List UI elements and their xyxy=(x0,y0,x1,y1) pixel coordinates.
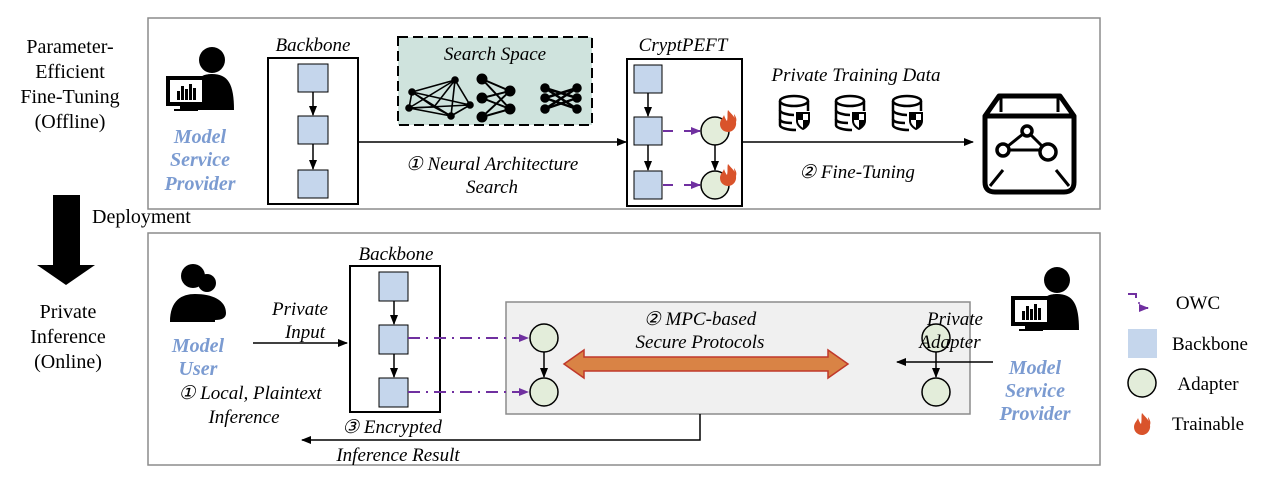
private-adapter-label: Private xyxy=(926,309,983,330)
backbone-layer xyxy=(633,170,663,200)
mpc-bidirectional-arrow xyxy=(562,348,850,380)
nas-step-label: Search xyxy=(466,177,518,198)
mpc-label: Secure Protocols xyxy=(636,332,765,353)
provider-label-line: Provider xyxy=(998,403,1070,425)
fully-connected-graph-icon xyxy=(405,76,474,120)
deployment-arrow-icon xyxy=(37,195,95,285)
offline-line: (Offline) xyxy=(35,111,106,133)
flame-icon xyxy=(1134,413,1151,435)
backbone-layer xyxy=(297,169,329,199)
private-input-label: Input xyxy=(284,322,326,343)
cryptpeft-title: CryptPEFT xyxy=(639,35,729,56)
provider-label-line: Service xyxy=(170,149,230,171)
legend-label: OWC xyxy=(1176,293,1220,314)
backbone-title: Backbone xyxy=(359,244,434,265)
provider-label-line: Provider xyxy=(163,173,235,195)
local-inference-label: Inference xyxy=(207,407,279,428)
backbone-layer xyxy=(297,115,329,145)
backbone-layer xyxy=(378,324,409,355)
offline-line: Efficient xyxy=(35,61,105,83)
neural-network-icon xyxy=(476,73,516,123)
online-phase-label: Private Inference (Online) xyxy=(30,301,106,373)
adapter-node xyxy=(529,323,559,353)
online-line: Private xyxy=(40,301,97,323)
private-adapter-label: Adapter xyxy=(917,332,981,353)
legend: OWC Backbone Adapter Trainable xyxy=(1127,293,1248,435)
offline-phase-label: Parameter- Efficient Fine-Tuning (Offlin… xyxy=(20,36,119,133)
search-space-box xyxy=(397,36,593,126)
offline-line: Fine-Tuning xyxy=(20,86,119,108)
sparse-connection-icon xyxy=(540,83,582,114)
local-inference-label: ① Local, Plaintext xyxy=(178,383,322,404)
provider-label-line: Model xyxy=(173,126,227,148)
encrypted-result-arrow xyxy=(301,414,701,444)
training-data-title: Private Training Data xyxy=(771,65,941,86)
encrypted-result-label: Inference Result xyxy=(335,445,460,466)
adapter-node xyxy=(921,377,951,407)
legend-label: Adapter xyxy=(1177,374,1239,395)
adapter-node xyxy=(529,377,559,407)
fine-tuning-step-label: ② Fine-Tuning xyxy=(799,162,915,183)
deployment-label: Deployment xyxy=(92,206,191,228)
online-line: (Online) xyxy=(34,351,102,373)
model-user-icon xyxy=(170,264,226,322)
encrypted-result-label: ③ Encrypted xyxy=(342,417,442,438)
backbone-layer xyxy=(378,377,409,408)
offline-line: Parameter- xyxy=(26,36,113,58)
owc-arrow-icon xyxy=(1128,293,1149,312)
backbone-layer xyxy=(633,116,663,146)
backbone-square-icon xyxy=(1128,329,1157,358)
provider-label-line: Model xyxy=(1008,357,1062,379)
private-input-label: Private xyxy=(271,299,328,320)
search-space-title: Search Space xyxy=(444,44,546,65)
provider-label-line: Service xyxy=(1005,380,1065,402)
legend-label: Backbone xyxy=(1172,334,1248,355)
adapter-circle-icon xyxy=(1127,368,1157,398)
legend-label: Trainable xyxy=(1172,414,1244,435)
model-package-icon xyxy=(982,93,1077,195)
nas-step-label: ① Neural Architecture xyxy=(406,154,579,175)
mpc-label: ② MPC-based xyxy=(644,309,757,330)
online-line: Inference xyxy=(30,326,106,348)
backbone-layer xyxy=(378,271,409,302)
backbone-layer xyxy=(297,63,329,93)
backbone-layer xyxy=(633,64,663,94)
user-label-line: User xyxy=(179,358,218,380)
backbone-title: Backbone xyxy=(276,35,351,56)
user-label-line: Model xyxy=(171,335,225,357)
